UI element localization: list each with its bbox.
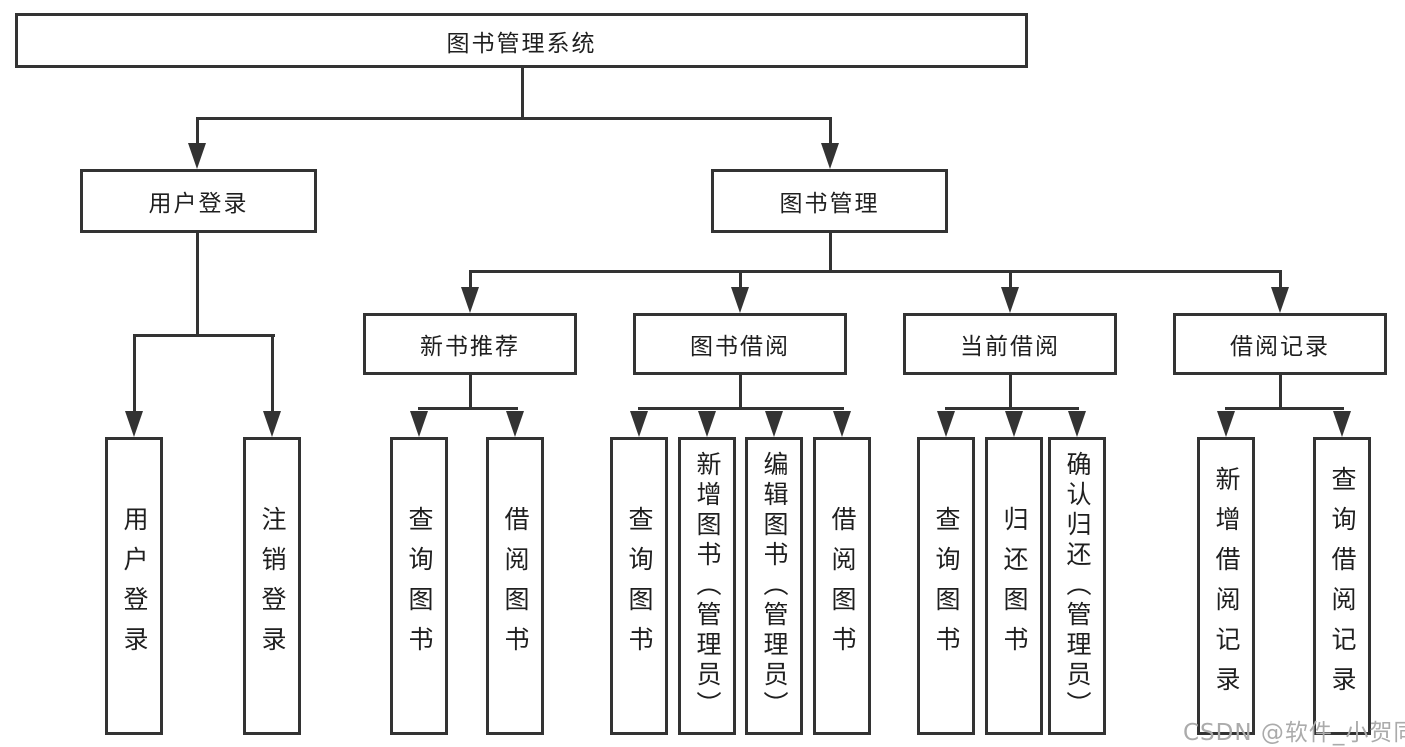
arrowhead-down-icon xyxy=(1271,287,1289,313)
node-leaf-edit-book-admin: 编辑图书（管理员） xyxy=(745,437,803,735)
arrowhead-down-icon xyxy=(1068,411,1086,437)
arrowhead-down-icon xyxy=(630,411,648,437)
node-leaf-query-book-3: 查询图书 xyxy=(917,437,975,735)
node-label: 新增图书（管理员） xyxy=(693,451,722,721)
node-label: 图书借阅 xyxy=(690,334,790,360)
node-new-book-recommend: 新书推荐 xyxy=(363,313,577,375)
arrowhead-down-icon xyxy=(461,287,479,313)
node-label: 用户登录 xyxy=(120,506,149,666)
connector-drop-user-login xyxy=(196,117,199,149)
connector-borrow-records-stub xyxy=(1279,375,1282,410)
node-label: 新书推荐 xyxy=(420,334,520,360)
connector-drop-new-book xyxy=(469,270,472,290)
arrowhead-down-icon xyxy=(188,143,206,169)
node-label: 查询图书 xyxy=(625,506,654,666)
connector-drop-borrow-records xyxy=(1279,270,1282,290)
arrowhead-down-icon xyxy=(506,411,524,437)
node-borrow-records: 借阅记录 xyxy=(1173,313,1387,375)
watermark: CSDN @软件_小贺同学 xyxy=(1183,720,1405,746)
connector-drop-book-management xyxy=(829,117,832,149)
arrowhead-down-icon xyxy=(821,143,839,169)
connector-user-login-stub xyxy=(196,233,199,337)
connector-user-login-split xyxy=(133,334,275,337)
node-leaf-return-book: 归还图书 xyxy=(985,437,1043,735)
node-leaf-borrow-book-1: 借阅图书 xyxy=(486,437,544,735)
arrowhead-down-icon xyxy=(410,411,428,437)
node-label: 查询借阅记录 xyxy=(1328,466,1357,706)
arrowhead-down-icon xyxy=(698,411,716,437)
node-label: 编辑图书（管理员） xyxy=(760,451,789,721)
node-leaf-logout: 注销登录 xyxy=(243,437,301,735)
arrowhead-down-icon xyxy=(1217,411,1235,437)
node-leaf-query-book-2: 查询图书 xyxy=(610,437,668,735)
node-leaf-add-book-admin: 新增图书（管理员） xyxy=(678,437,736,735)
node-leaf-query-borrow-record: 查询借阅记录 xyxy=(1313,437,1371,735)
node-label: 注销登录 xyxy=(258,506,287,666)
connector-drop-leaf-login xyxy=(133,334,136,415)
node-leaf-user-login: 用户登录 xyxy=(105,437,163,735)
connector-current-borrow-stub xyxy=(1009,375,1012,410)
node-label: 新增借阅记录 xyxy=(1212,466,1241,706)
arrowhead-down-icon xyxy=(1333,411,1351,437)
connector-current-borrow-split xyxy=(945,407,1079,410)
node-label: 借阅记录 xyxy=(1230,334,1330,360)
node-library-system: 图书管理系统 xyxy=(15,13,1028,68)
arrowhead-down-icon xyxy=(937,411,955,437)
arrowhead-down-icon xyxy=(765,411,783,437)
node-label: 图书管理系统 xyxy=(446,30,597,57)
node-label: 归还图书 xyxy=(1000,506,1029,666)
arrowhead-down-icon xyxy=(833,411,851,437)
node-label: 借阅图书 xyxy=(828,506,857,666)
node-leaf-add-borrow-record: 新增借阅记录 xyxy=(1197,437,1255,735)
connector-new-book-stub xyxy=(469,375,472,410)
node-label: 借阅图书 xyxy=(501,506,530,666)
node-current-borrow: 当前借阅 xyxy=(903,313,1117,375)
connector-book-borrow-split xyxy=(638,407,844,410)
connector-root-split xyxy=(196,117,832,120)
connector-book-borrow-stub xyxy=(739,375,742,410)
node-label: 查询图书 xyxy=(405,506,434,666)
node-book-management: 图书管理 xyxy=(711,169,948,233)
connector-borrow-records-split xyxy=(1225,407,1344,410)
node-leaf-confirm-return-admin: 确认归还（管理员） xyxy=(1048,437,1106,735)
arrowhead-down-icon xyxy=(263,411,281,437)
arrowhead-down-icon xyxy=(731,287,749,313)
arrowhead-down-icon xyxy=(1001,287,1019,313)
connector-drop-leaf-logout xyxy=(271,334,274,415)
node-label: 查询图书 xyxy=(932,506,961,666)
node-label: 图书管理 xyxy=(779,191,880,217)
connector-book-management-stub xyxy=(829,233,832,273)
connector-root-stub xyxy=(521,68,524,119)
node-book-borrow: 图书借阅 xyxy=(633,313,847,375)
connector-drop-book-borrow xyxy=(739,270,742,290)
node-leaf-borrow-book-2: 借阅图书 xyxy=(813,437,871,735)
connector-drop-current-borrow xyxy=(1009,270,1012,290)
connector-new-book-split xyxy=(418,407,518,410)
connector-book-management-split xyxy=(469,270,1282,273)
node-label: 用户登录 xyxy=(148,191,249,217)
node-label: 确认归还（管理员） xyxy=(1063,451,1092,721)
node-label: 当前借阅 xyxy=(960,334,1060,360)
arrowhead-down-icon xyxy=(125,411,143,437)
node-leaf-query-book-1: 查询图书 xyxy=(390,437,448,735)
node-user-login: 用户登录 xyxy=(80,169,317,233)
arrowhead-down-icon xyxy=(1005,411,1023,437)
